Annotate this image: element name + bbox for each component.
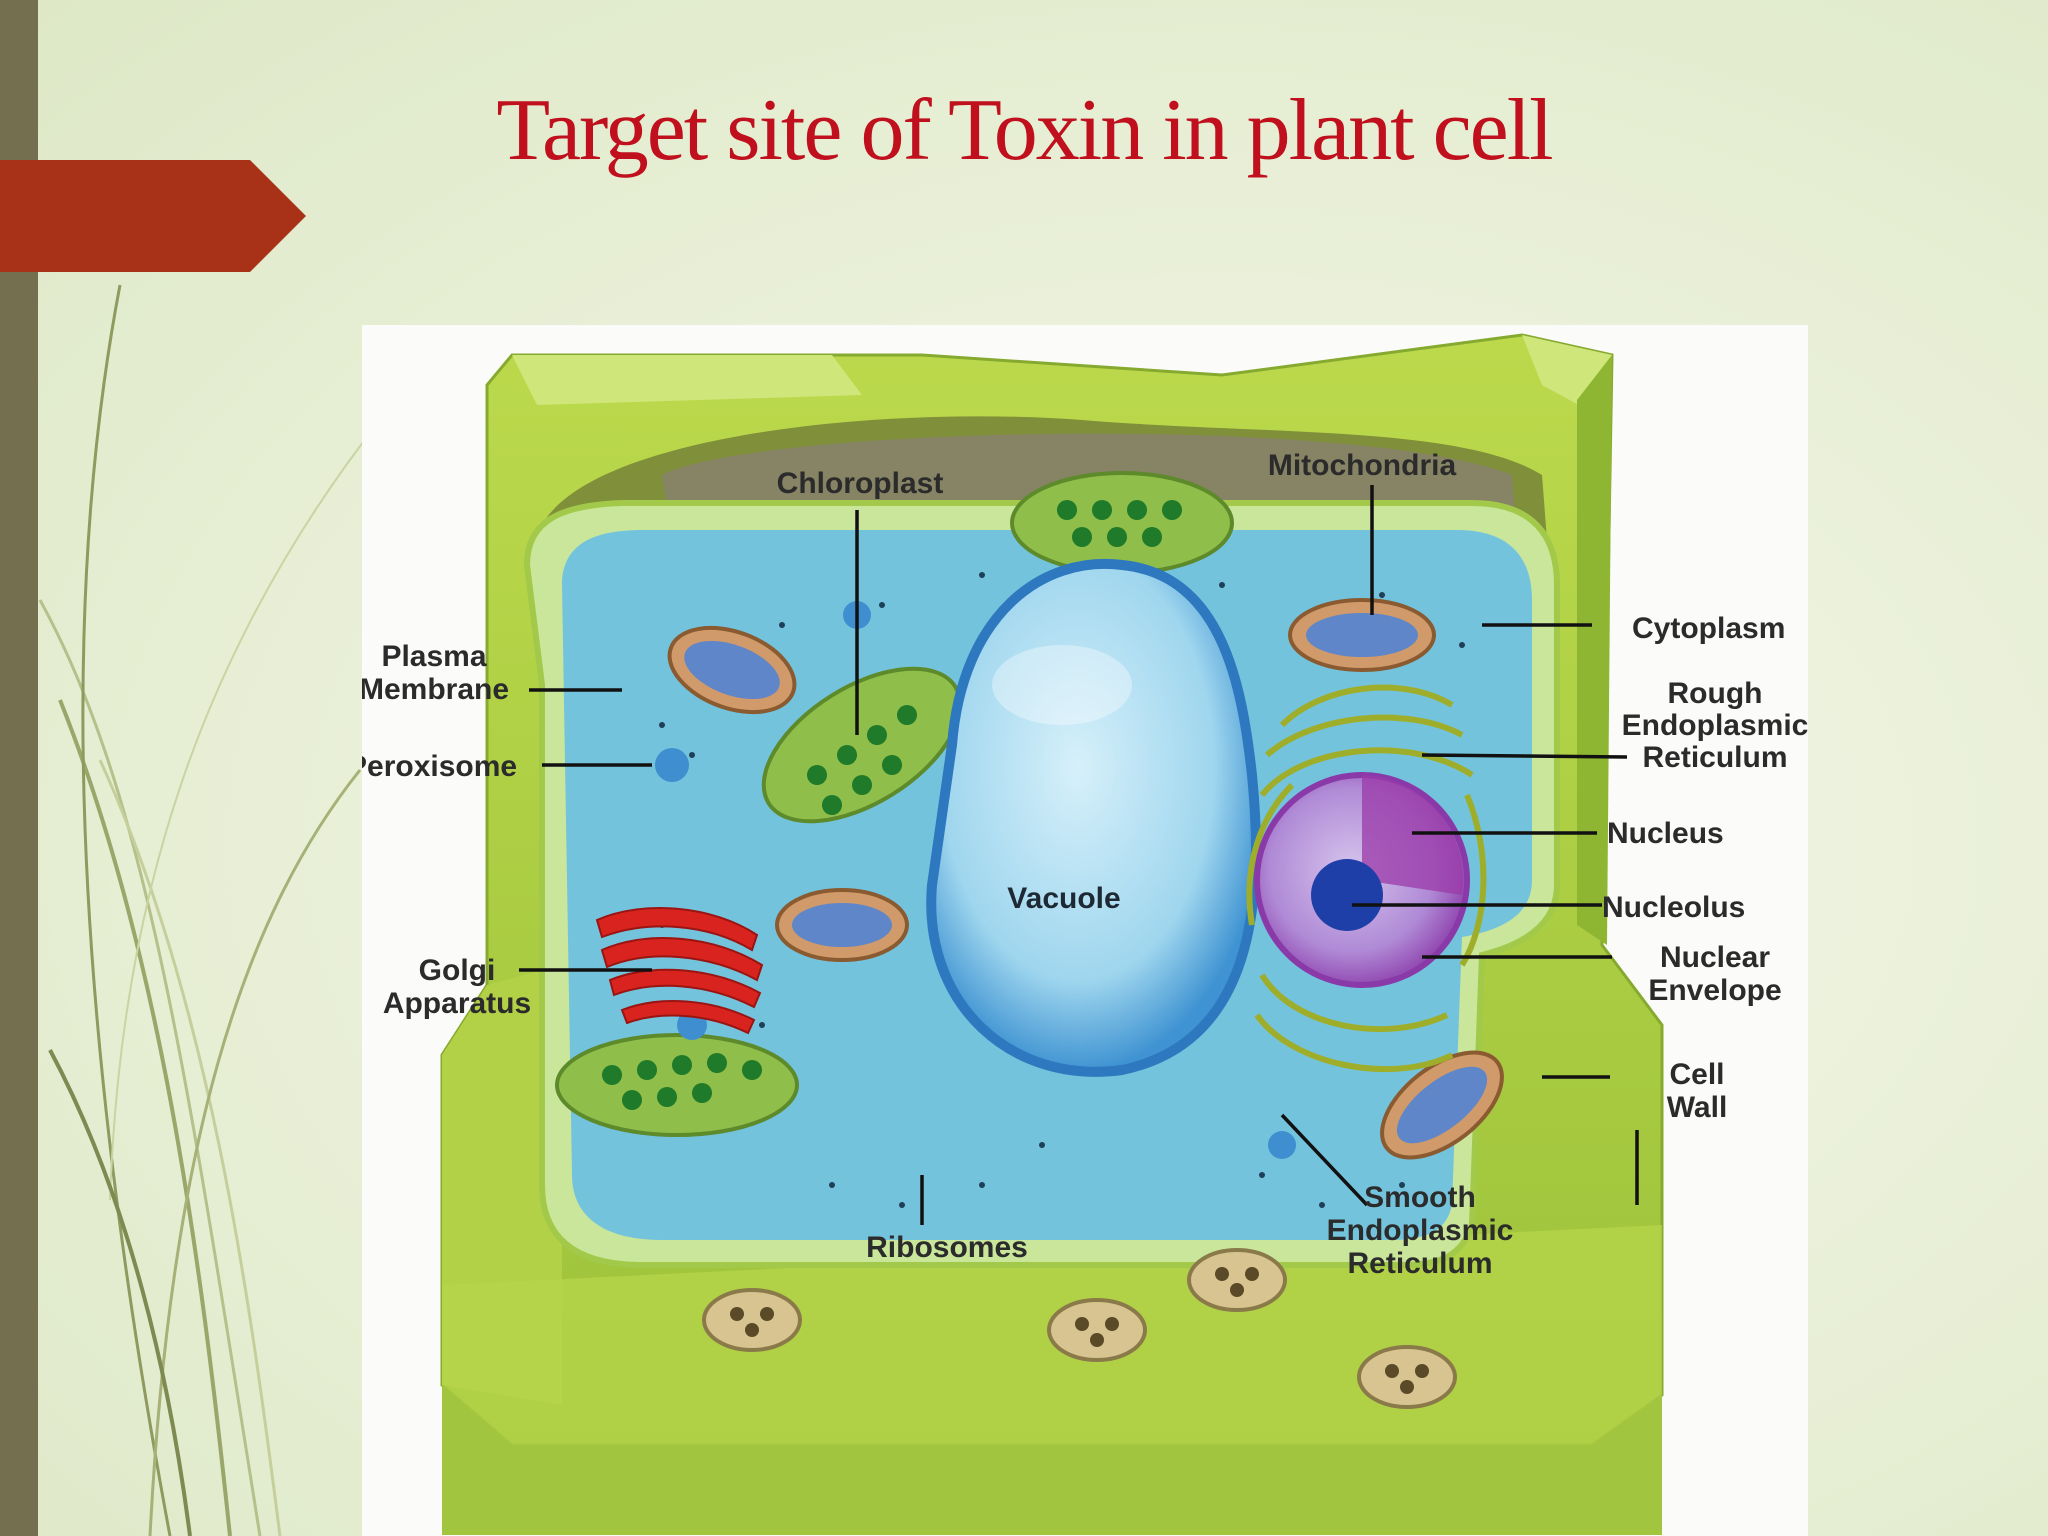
plant-cell-diagram: Chloroplast Mitochondria Cytoplasm Rough… [362, 333, 1808, 1535]
chloroplast-1 [761, 666, 963, 824]
mitochondria-4 [1380, 1050, 1504, 1160]
label-nucleus: Nucleus [1607, 817, 1724, 850]
label-ribosomes: Ribosomes [866, 1231, 1028, 1264]
slide-title: Target site of Toxin in plant cell [496, 82, 1553, 179]
label-chloroplast: Chloroplast [777, 467, 944, 500]
nucleus [1254, 772, 1470, 988]
label-smooth-er-1: Smooth [1364, 1181, 1476, 1214]
label-nuclear-envelope-2: Envelope [1648, 974, 1781, 1007]
label-peroxisome: Peroxisome [362, 750, 517, 783]
leader-lines [519, 485, 1639, 1225]
label-cytoplasm: Cytoplasm [1632, 612, 1785, 645]
label-rough-er-3: Reticulum [1642, 741, 1787, 774]
label-plasma-membrane-1: Plasma [381, 640, 486, 673]
mitochondria-3 [775, 888, 909, 962]
label-golgi-2: Apparatus [383, 987, 531, 1020]
label-smooth-er-2: Endoplasmic [1327, 1214, 1514, 1247]
mitochondria-1 [667, 625, 797, 715]
label-mitochondria: Mitochondria [1268, 449, 1457, 482]
label-nuclear-envelope-1: Nuclear [1660, 941, 1770, 974]
vacuole [926, 558, 1261, 1077]
label-smooth-er-3: Reticulum [1347, 1247, 1492, 1280]
mitochondria-2 [1288, 598, 1436, 672]
chloroplast-2 [1010, 471, 1234, 575]
red-arrow-tab [0, 160, 306, 272]
label-rough-er-1: Rough [1668, 677, 1763, 710]
plasmodesmata [702, 1248, 1457, 1409]
label-vacuole: Vacuole [1007, 882, 1120, 915]
peroxisome-organelle [655, 748, 689, 782]
label-rough-er-2: Endoplasmic [1622, 709, 1808, 742]
label-golgi-1: Golgi [419, 954, 496, 987]
nucleolus [1311, 859, 1383, 931]
label-cell-wall-2: Wall [1667, 1091, 1728, 1124]
rough-er [1246, 684, 1487, 1073]
chloroplast-3 [555, 1033, 799, 1137]
golgi-apparatus [595, 907, 764, 1035]
decorative-swirls [38, 284, 381, 1536]
label-nucleolus: Nucleolus [1602, 891, 1745, 924]
label-cell-wall-1: Cell [1669, 1058, 1724, 1091]
label-plasma-membrane-2: Membrane [362, 673, 509, 706]
